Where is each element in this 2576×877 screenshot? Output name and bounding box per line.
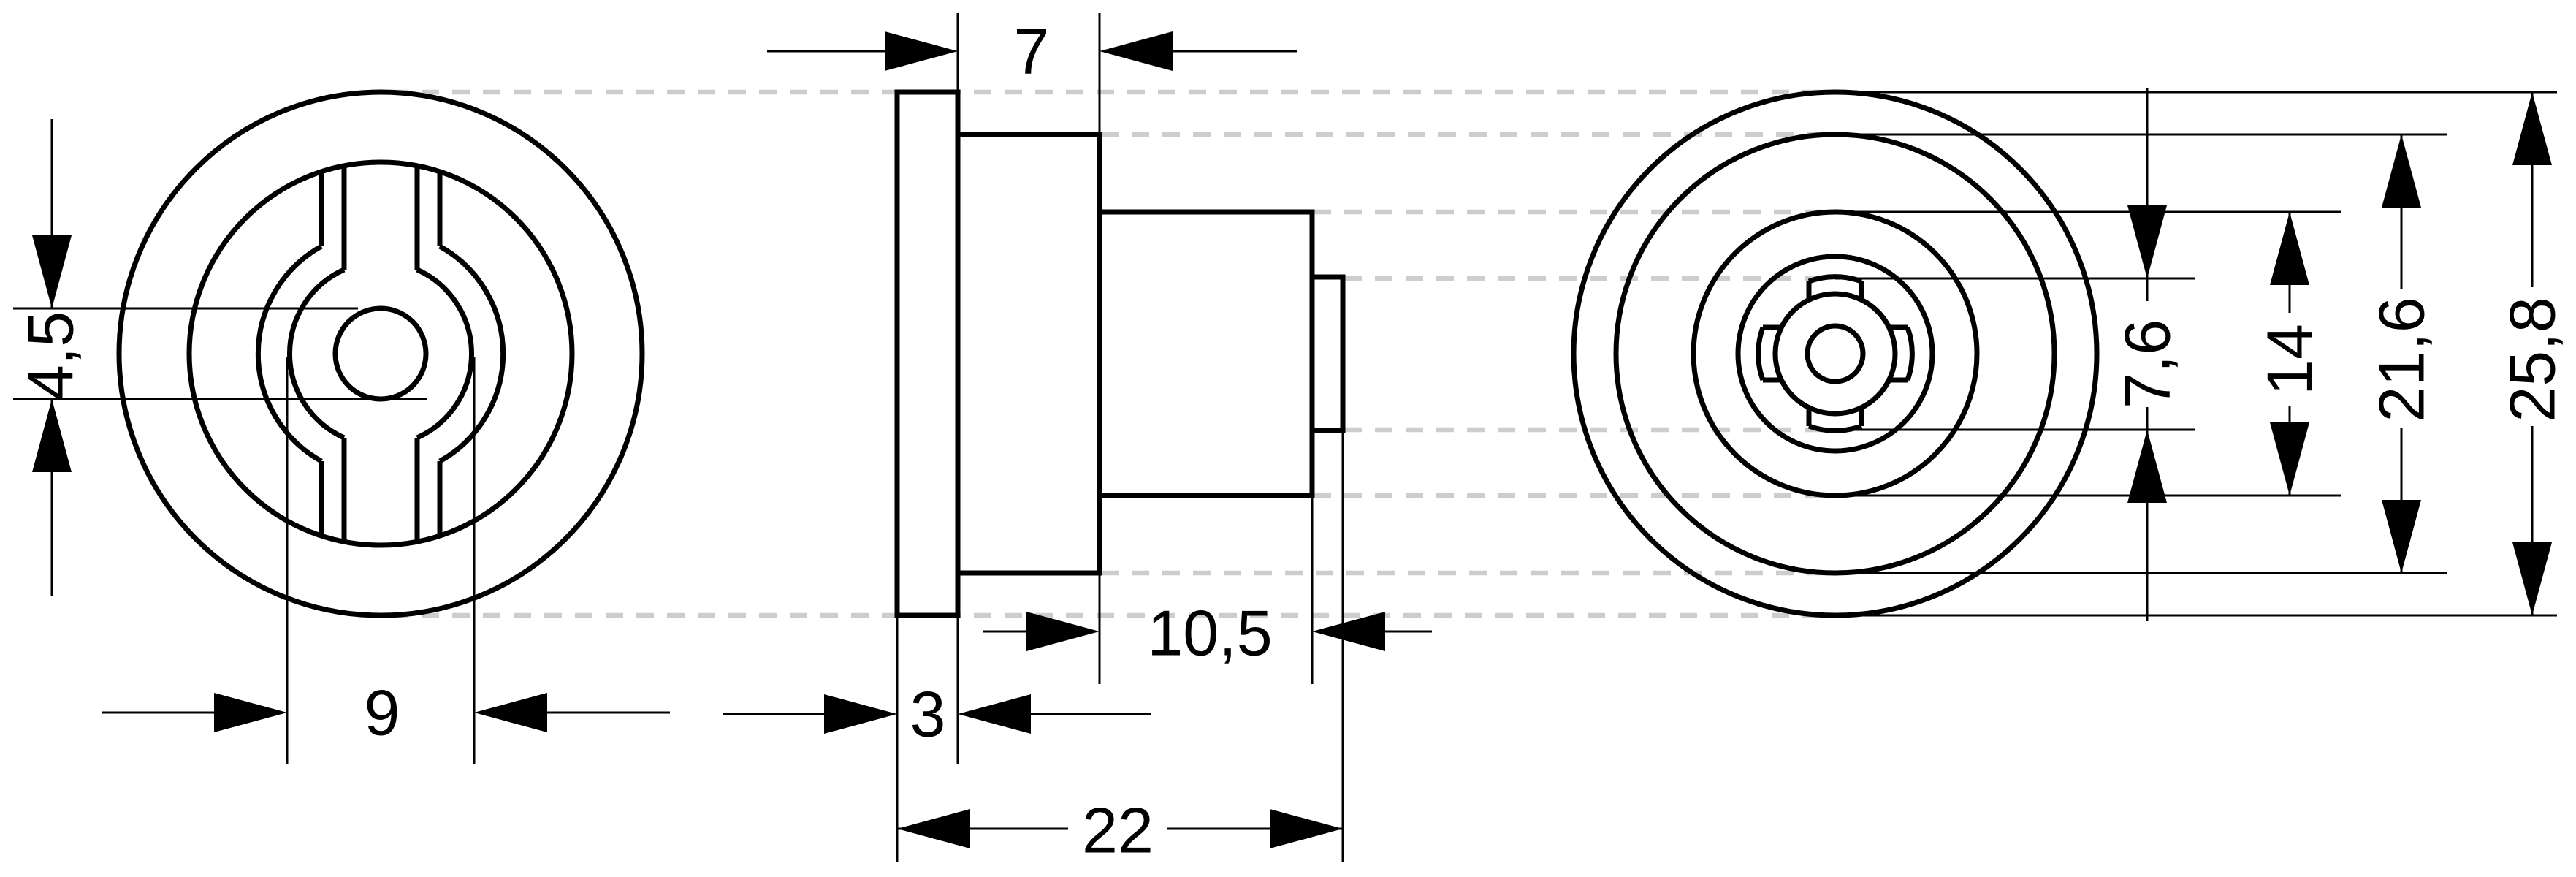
arrowhead [1312,612,1385,651]
rear-extension-lines [1835,91,2557,617]
dimension-label: 9 [365,677,400,749]
dimension-hub-7-6: 7,6 [2111,88,2184,621]
dimension-label: 4,5 [15,311,87,400]
side-collar [955,132,1102,576]
rear-center-hole [1805,323,1866,384]
dimension-slot-9: 9 [102,357,670,764]
dimension-hole-4-5: 4,5 [13,119,427,596]
dimension-label: 14 [2254,324,2326,395]
arrowhead [958,694,1031,734]
rear-flange-circle [1571,89,2100,618]
side-flange [894,89,961,618]
arrowhead [2270,212,2309,285]
arrowhead [824,694,897,734]
arrowhead [897,809,970,848]
arrowhead [32,399,72,472]
dimension-label: 7,6 [2111,319,2184,409]
arrowhead [1026,612,1100,651]
dimension-total-22: 22 [897,432,1344,867]
dimension-collar-21-6: 21,6 [2366,134,2438,573]
arrowhead [885,31,958,71]
projection-lines [391,89,1835,618]
arrowhead [2270,422,2309,496]
rear-ring-circle [1735,254,1935,454]
arrowhead [2512,92,2552,165]
dimension-label: 25,8 [2496,297,2569,422]
front-view [116,89,645,618]
front-outer-flange-circle [116,89,645,618]
arrowhead [2127,430,2167,503]
dimension-flange-3: 3 [723,618,1151,862]
front-center-hole [332,305,429,402]
rear-cross-drive-tabs [1756,274,1915,433]
arrowhead [474,693,547,732]
dimension-body-14: 14 [2254,212,2326,496]
arrowhead [1270,809,1343,848]
arrowhead [2127,205,2167,278]
arrowhead [2382,500,2421,573]
dimension-flange-25-8: 25,8 [2496,92,2569,615]
front-bulge-arc-left [287,267,346,441]
dimension-label: 21,6 [2366,297,2438,422]
front-keyway-slot [319,166,443,542]
dimension-body-10-5: 10,5 [983,497,1432,684]
side-body [1097,209,1315,498]
rear-view [1571,89,2100,618]
arrowhead [32,235,72,308]
dimension-label: 7 [1014,15,1050,88]
dimension-label: 10,5 [1147,597,1272,669]
arrowhead [1100,31,1173,71]
front-recess-circle [186,159,575,548]
dimension-label: 3 [910,678,946,751]
front-face-arc-right [438,243,506,464]
front-bulge-arc-right [416,267,474,441]
arrowhead [2512,542,2552,615]
side-view [894,89,1346,618]
dimension-collar-7: 7 [767,13,1297,133]
side-hub-tip [1309,274,1346,433]
rear-hub-circle [1772,291,1898,417]
dimension-label: 22 [1082,794,1154,867]
front-face-arc-left [255,243,323,464]
arrowhead [214,693,287,732]
rear-collar-circle [1613,132,2057,576]
arrowhead [2382,134,2421,208]
